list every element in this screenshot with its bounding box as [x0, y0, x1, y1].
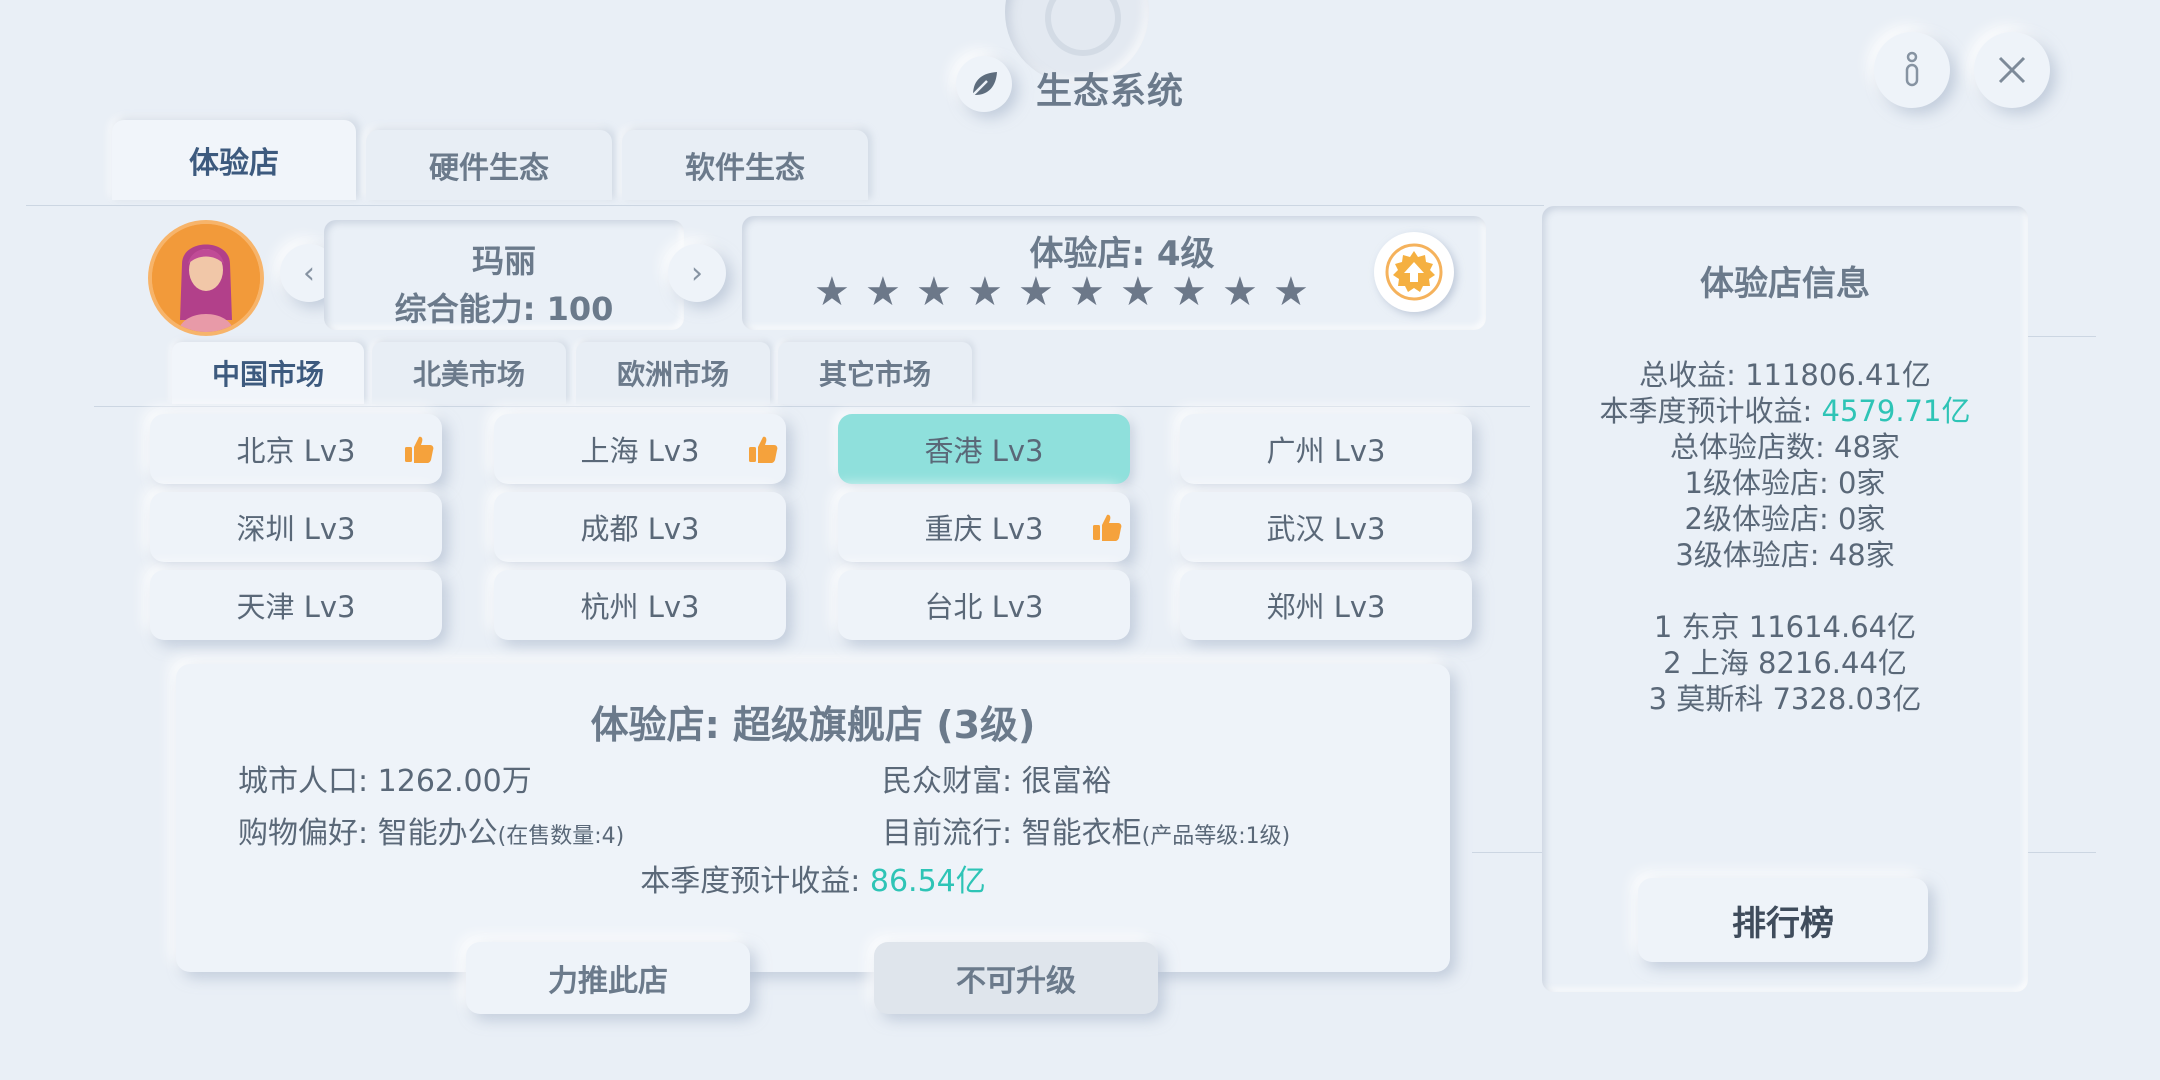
- page-title: 生态系统: [1036, 71, 1185, 112]
- tab-hardware-ecosystem[interactable]: 硬件生态: [366, 130, 612, 200]
- city-button[interactable]: 成都 Lv3: [494, 492, 786, 562]
- city-button[interactable]: 深圳 Lv3: [150, 492, 442, 562]
- level3-store-count: 3级体验店: 48家: [1675, 538, 1895, 572]
- star-icon: ★: [814, 269, 850, 315]
- tab-experience-store[interactable]: 体验店: [112, 120, 356, 200]
- season-revenue-label: 本季度预计收益:: [1599, 394, 1822, 428]
- star-rating: ★ ★ ★ ★ ★ ★ ★ ★ ★ ★: [814, 269, 1309, 315]
- city-button[interactable]: 重庆 Lv3: [838, 492, 1130, 562]
- star-icon: ★: [1069, 269, 1105, 315]
- city-button[interactable]: 天津 Lv3: [150, 570, 442, 640]
- tab-other-market[interactable]: 其它市场: [778, 342, 972, 404]
- city-label: 上海 Lv3: [580, 434, 700, 468]
- upgrade-store-button[interactable]: 不可升级: [874, 942, 1158, 1014]
- city-label: 成都 Lv3: [580, 512, 700, 546]
- city-label: 香港 Lv3: [924, 434, 1044, 468]
- city-button[interactable]: 北京 Lv3: [150, 414, 442, 484]
- divider: [26, 205, 1544, 206]
- ranking-button[interactable]: 排行榜: [1638, 878, 1928, 962]
- store-info-panel: 体验店信息 总收益: 111806.41亿 本季度预计收益: 4579.71亿 …: [1542, 206, 2028, 992]
- thumbs-up-icon: [405, 436, 434, 463]
- tab-europe-market[interactable]: 欧洲市场: [576, 342, 770, 404]
- city-label: 北京 Lv3: [236, 434, 356, 468]
- store-info-title: 体验店信息: [1700, 264, 1870, 304]
- city-button[interactable]: 郑州 Lv3: [1180, 570, 1472, 640]
- store-season-revenue-label: 本季度预计收益:: [640, 864, 870, 899]
- city-button[interactable]: 香港 Lv3: [838, 414, 1130, 484]
- avatar[interactable]: [148, 220, 264, 336]
- push-store-button[interactable]: 力推此店: [466, 942, 750, 1014]
- ranking-row: 3 莫斯科 7328.03亿: [1648, 682, 1922, 716]
- chevron-right-icon: ›: [691, 255, 703, 291]
- tab-china-market[interactable]: 中国市场: [172, 342, 364, 404]
- city-button[interactable]: 广州 Lv3: [1180, 414, 1472, 484]
- thumbs-up-icon: [749, 436, 778, 463]
- city-label: 广州 Lv3: [1266, 434, 1386, 468]
- store-season-revenue-value: 86.54亿: [869, 864, 986, 899]
- info-icon: [1905, 51, 1919, 87]
- star-icon: ★: [1018, 269, 1054, 315]
- level2-store-count: 2级体验店: 0家: [1684, 502, 1886, 536]
- close-icon: [1998, 56, 2026, 84]
- employee-card: 玛丽 综合能力: 100: [324, 220, 684, 330]
- ranking-row: 1 东京 11614.64亿: [1653, 610, 1917, 644]
- employee-name: 玛丽: [471, 242, 536, 280]
- star-icon: ★: [1171, 269, 1207, 315]
- store-detail-panel: 体验店: 超级旗舰店 (3级) 城市人口: 1262.00万 民众财富: 很富裕…: [176, 664, 1450, 972]
- store-detail-title: 体验店: 超级旗舰店 (3级): [590, 703, 1036, 747]
- city-button[interactable]: 上海 Lv3: [494, 414, 786, 484]
- chevron-left-icon: ‹: [303, 255, 315, 291]
- store-level-label: 体验店: 4级: [1029, 234, 1215, 274]
- city-button[interactable]: 武汉 Lv3: [1180, 492, 1472, 562]
- city-label: 武汉 Lv3: [1266, 512, 1386, 546]
- star-icon: ★: [1120, 269, 1156, 315]
- city-label: 郑州 Lv3: [1266, 590, 1386, 624]
- city-label: 天津 Lv3: [236, 590, 356, 624]
- next-employee-button[interactable]: ›: [668, 244, 726, 302]
- season-revenue-value: 4579.71亿: [1821, 394, 1971, 428]
- season-revenue: 本季度预计收益: 4579.71亿: [1542, 388, 2028, 430]
- employee-ability: 综合能力: 100: [394, 290, 614, 328]
- gear-upgrade-icon: [1385, 243, 1443, 301]
- city-label: 杭州 Lv3: [580, 590, 700, 624]
- total-revenue: 总收益: 111806.41亿: [1639, 358, 1931, 392]
- store-season-revenue: 本季度预计收益: 86.54亿: [176, 856, 1450, 900]
- star-icon: ★: [1222, 269, 1258, 315]
- city-population: 城市人口: 1262.00万: [238, 764, 532, 799]
- city-button[interactable]: 杭州 Lv3: [494, 570, 786, 640]
- star-icon: ★: [967, 269, 1003, 315]
- shopping-preference-label: 购物偏好: 智能办公: [238, 816, 498, 851]
- shopping-preference-note: (在售数量:4): [497, 824, 625, 849]
- star-icon: ★: [865, 269, 901, 315]
- info-button[interactable]: [1874, 32, 1950, 108]
- close-button[interactable]: [1974, 32, 2050, 108]
- tab-software-ecosystem[interactable]: 软件生态: [622, 130, 868, 200]
- ranking-row: 2 上海 8216.44亿: [1663, 646, 1907, 680]
- city-button[interactable]: 台北 Lv3: [838, 570, 1130, 640]
- star-icon: ★: [916, 269, 952, 315]
- store-level-panel: 体验店: 4级 ★ ★ ★ ★ ★ ★ ★ ★ ★ ★: [742, 216, 1486, 330]
- tab-north-america-market[interactable]: 北美市场: [372, 342, 566, 404]
- upgrade-level-button[interactable]: [1374, 232, 1454, 312]
- city-label: 深圳 Lv3: [236, 512, 356, 546]
- city-label: 台北 Lv3: [924, 590, 1044, 624]
- current-trend-note: (产品等级:1级): [1141, 824, 1291, 849]
- divider: [94, 406, 1530, 407]
- star-icon: ★: [1273, 269, 1309, 315]
- thumbs-up-icon: [1093, 514, 1122, 541]
- level1-store-count: 1级体验店: 0家: [1684, 466, 1886, 500]
- total-store-count: 总体验店数: 48家: [1670, 430, 1900, 464]
- shopping-preference: 购物偏好: 智能办公(在售数量:4): [238, 808, 624, 852]
- city-label: 重庆 Lv3: [924, 512, 1044, 546]
- current-trend-label: 目前流行: 智能衣柜: [882, 816, 1142, 851]
- citizen-wealth: 民众财富: 很富裕: [882, 764, 1112, 799]
- leaf-icon: [956, 56, 1012, 112]
- current-trend: 目前流行: 智能衣柜(产品等级:1级): [882, 808, 1290, 852]
